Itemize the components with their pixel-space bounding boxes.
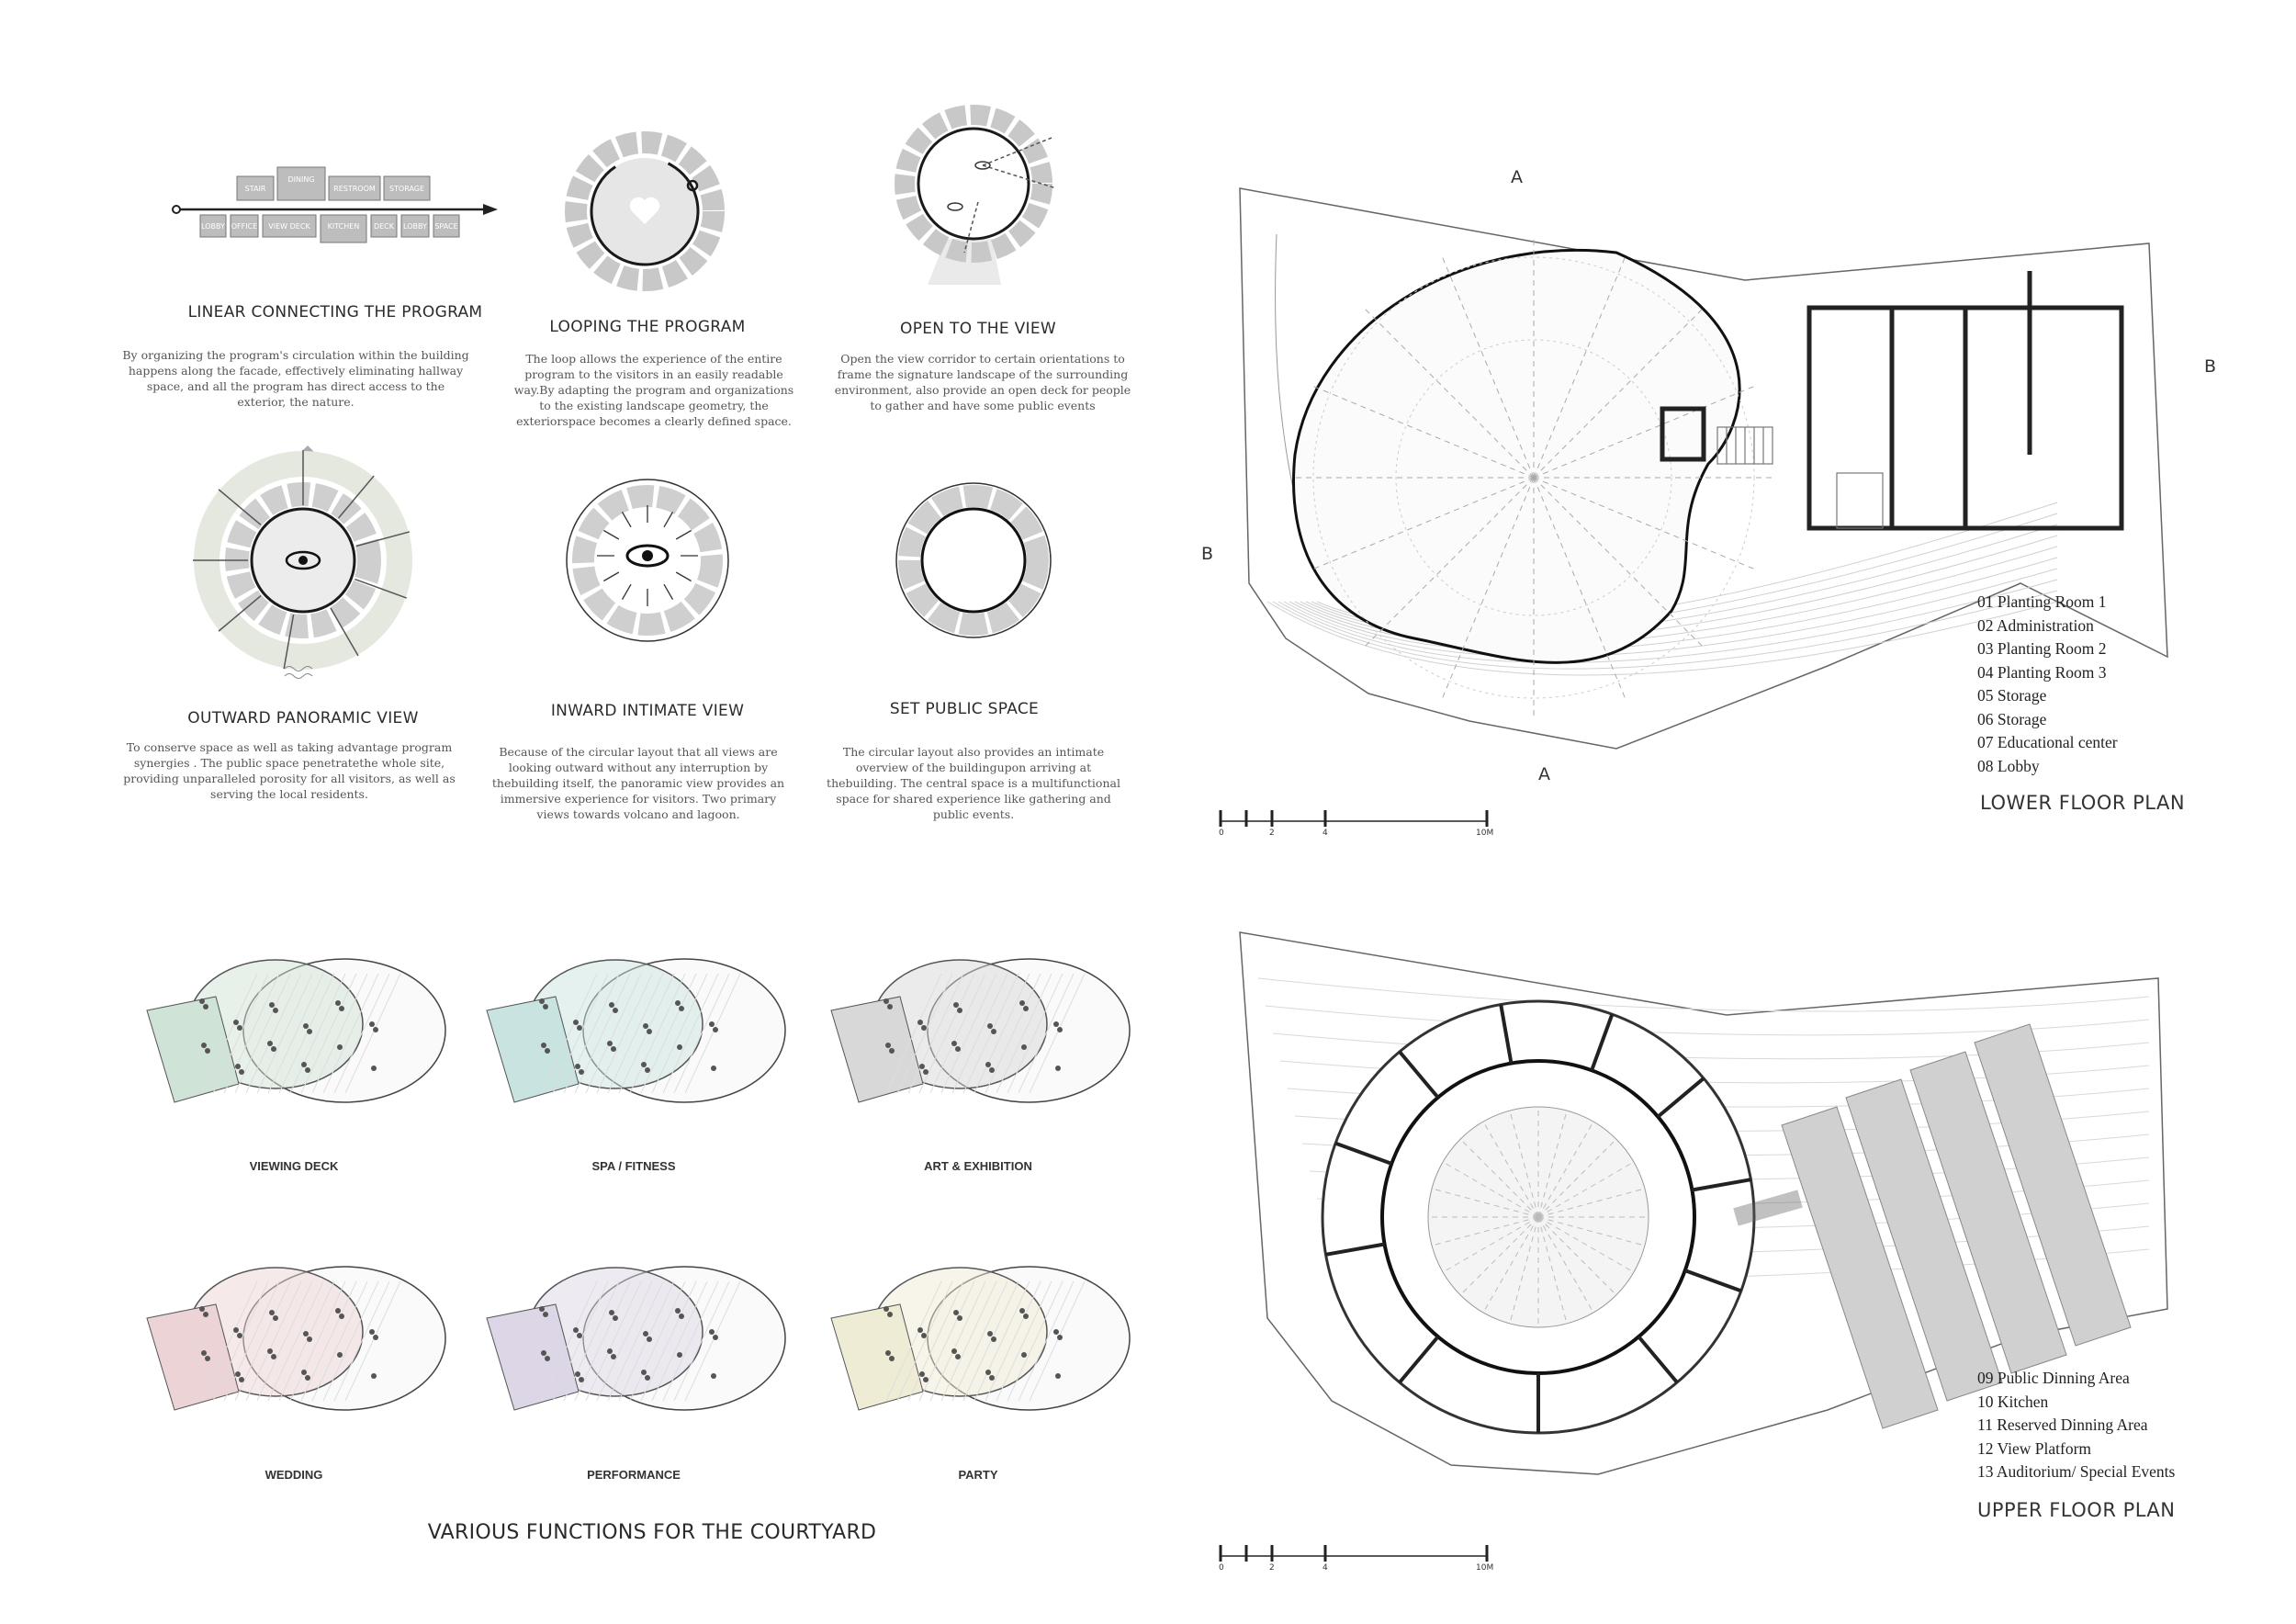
svg-text:VIEW DECK: VIEW DECK (268, 222, 310, 231)
courtyard-function-label: WEDDING (264, 1468, 323, 1482)
program-box: VIEW DECK (262, 214, 317, 238)
upper-plan-legend: 09 Public Dinning Area 10 Kitchen 11 Reser… (1977, 1367, 2175, 1484)
courtyard-axonometric (830, 958, 1131, 1103)
public-text: The circular layout also provides an int… (827, 745, 1120, 821)
section-mark-a-bottom: A (1538, 764, 1550, 784)
eye-icon (974, 161, 991, 170)
svg-text:KITCHEN: KITCHEN (328, 222, 360, 231)
program-box: STORAGE (383, 175, 431, 201)
courtyard-axonometric (146, 958, 446, 1103)
courtyard-function-label: ART & EXHIBITION (924, 1159, 1032, 1173)
program-box: KITCHEN (320, 214, 367, 243)
program-box: OFFICE (230, 214, 259, 238)
outward-title: OUTWARD PANORAMIC VIEW (187, 709, 419, 727)
courtyard-axonometric (146, 1266, 446, 1411)
inward-diagram (566, 479, 729, 642)
scale-label: 10M (1476, 829, 1494, 838)
public-title: SET PUBLIC SPACE (889, 700, 1040, 718)
scale-label: 4 (1322, 1563, 1328, 1573)
linear-text: By organizing the program's circulation … (122, 348, 469, 409)
svg-text:STAIR: STAIR (245, 185, 266, 193)
inward-title: INWARD INTIMATE VIEW (550, 702, 745, 720)
legend-item: 09 Public Dinning Area (1977, 1369, 2130, 1387)
legend-item: 10 Kitchen (1977, 1392, 2049, 1411)
looping-text: The loop allows the experience of the en… (513, 352, 794, 428)
courtyard-function-label: PERFORMANCE (587, 1468, 681, 1482)
linear-title: LINEAR CONNECTING THE PROGRAM (187, 303, 483, 321)
svg-text:LOBBY: LOBBY (201, 222, 225, 231)
scale-label: 0 (1219, 1563, 1224, 1573)
courtyard-axonometric (486, 958, 786, 1103)
upper-plan-title: UPPER FLOOR PLAN (1977, 1499, 2176, 1521)
legend-item: 05 Storage (1977, 686, 2047, 705)
lower-plan-legend: 01 Planting Room 1 02 Administration 03 Pl… (1977, 591, 2118, 778)
eye-icon (625, 544, 670, 568)
legend-item: 02 Administration (1977, 615, 2094, 635)
courtyard-caption: VARIOUS FUNCTIONS FOR THE COURTYARD (427, 1521, 877, 1544)
svg-text:STORAGE: STORAGE (389, 185, 424, 193)
looping-title: LOOPING THE PROGRAM (549, 318, 746, 336)
legend-item: 01 Planting Room 1 (1977, 592, 2107, 611)
scale-bar-upper: 0 2 4 10M (1219, 1543, 1494, 1580)
svg-text:RESTROOM: RESTROOM (333, 185, 376, 193)
legend-item: 03 Planting Room 2 (1977, 639, 2107, 658)
program-box: RESTROOM (328, 175, 381, 201)
legend-item: 06 Storage (1977, 709, 2047, 728)
svg-text:DINING: DINING (287, 175, 314, 184)
section-mark-b-left: B (1201, 544, 1214, 564)
open-view-diagram (895, 105, 1057, 285)
legend-item: 07 Educational center (1977, 733, 2118, 751)
inward-text: Because of the circular layout that all … (491, 745, 785, 821)
upper-floor-plan (1239, 931, 2168, 1475)
open-title: OPEN TO THE VIEW (900, 320, 1056, 338)
svg-text:OFFICE: OFFICE (231, 222, 258, 231)
courtyard-axonometric (830, 1266, 1131, 1411)
linear-program-diagram: STAIR DINING RESTROOM STORAGE LOBBY OFFICE VI… (172, 166, 498, 243)
legend-item: 08 Lobby (1977, 756, 2040, 775)
svg-text:SPACE: SPACE (434, 222, 457, 231)
courtyard-function-label: SPA / FITNESS (591, 1159, 676, 1173)
scale-bar-lower: 0 2 4 10M (1219, 808, 1494, 845)
looping-diagram (565, 131, 725, 291)
lower-plan-title: LOWER FLOOR PLAN (1980, 792, 2186, 814)
section-mark-a-top: A (1511, 167, 1523, 187)
program-box: LOBBY (199, 214, 227, 238)
program-box: LOBBY (400, 214, 430, 238)
scale-label: 4 (1322, 829, 1328, 838)
program-box: STAIR (236, 175, 275, 201)
public-space-diagram (895, 482, 1052, 638)
scale-label: 0 (1219, 829, 1224, 838)
courtyard-axonometric (486, 1266, 786, 1411)
section-mark-b-right: B (2204, 356, 2217, 377)
svg-text:DECK: DECK (374, 222, 395, 231)
legend-item: 11 Reserved Dinning Area (1977, 1415, 2148, 1434)
svg-text:LOBBY: LOBBY (403, 222, 427, 231)
courtyard-function-label: VIEWING DECK (249, 1159, 339, 1173)
program-box: SPACE (433, 214, 460, 238)
open-text: Open the view corridor to certain orient… (834, 352, 1131, 412)
scale-label: 2 (1269, 1563, 1275, 1573)
scale-label: 10M (1476, 1563, 1494, 1573)
legend-item: 13 Auditorium/ Special Events (1977, 1462, 2176, 1481)
program-box: DECK (370, 214, 398, 238)
eye-icon (285, 550, 321, 570)
eye-icon (947, 202, 963, 211)
lower-floor-plan (1239, 187, 2168, 750)
legend-item: 12 View Platform (1977, 1438, 2092, 1458)
courtyard-function-label: PARTY (958, 1468, 998, 1482)
legend-item: 04 Planting Room 3 (1977, 662, 2107, 682)
outward-diagram (193, 445, 412, 679)
program-box: DINING (276, 166, 326, 201)
heart-icon (629, 197, 660, 224)
outward-text: To conserve space as well as taking adva… (123, 740, 456, 801)
scale-label: 2 (1269, 829, 1275, 838)
